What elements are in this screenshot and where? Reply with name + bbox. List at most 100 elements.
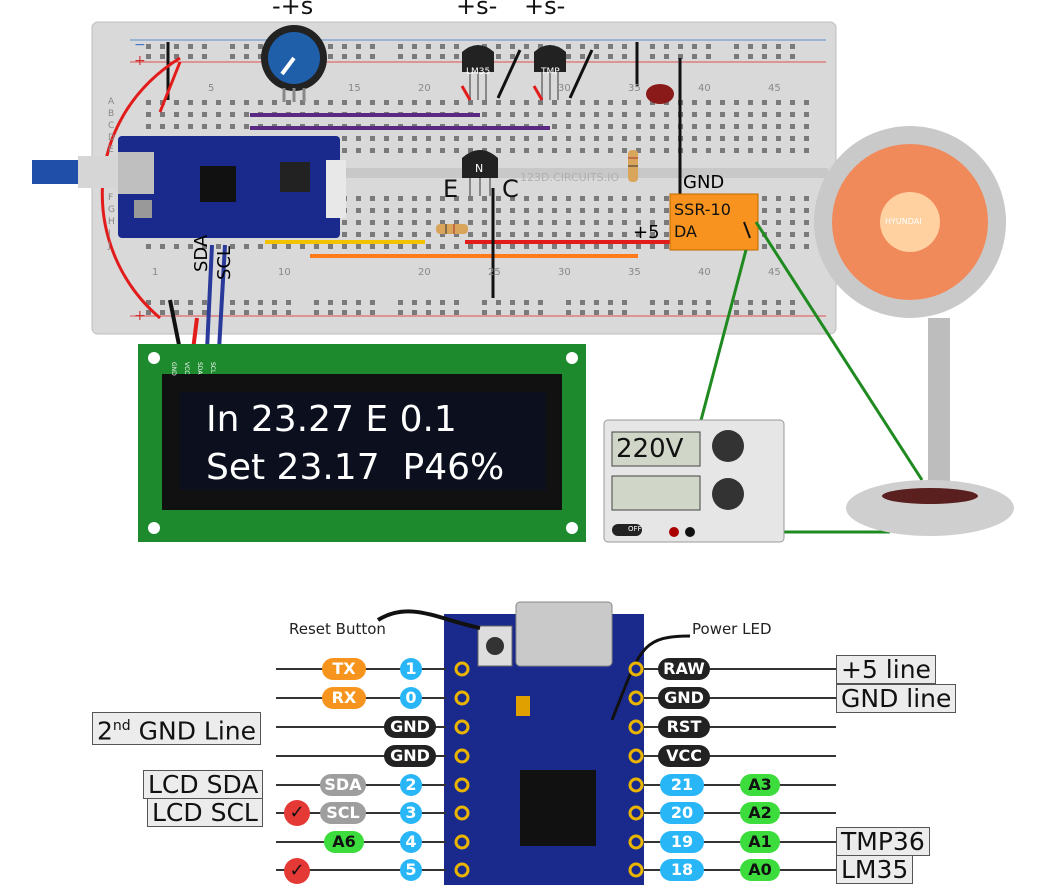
breadboard-hole: [440, 244, 445, 249]
breadboard-hole: [454, 310, 459, 315]
breadboard-hole: [566, 300, 571, 305]
pin-number-label: 19: [660, 831, 704, 853]
breadboard-column-number: 30: [558, 267, 571, 278]
breadboard-hole: [356, 44, 361, 49]
breadboard-hole: [622, 310, 627, 315]
breadboard-hole: [160, 112, 165, 117]
breadboard-hole: [566, 54, 571, 59]
breadboard-hole: [650, 54, 655, 59]
breadboard-hole: [776, 148, 781, 153]
breadboard-hole: [720, 124, 725, 129]
pin-number-label: 2: [400, 774, 422, 796]
scl-label: SCL: [214, 245, 235, 280]
breadboard-row-letter: D: [108, 133, 115, 143]
breadboard-hole: [440, 208, 445, 213]
breadboard-hole: [580, 232, 585, 237]
breadboard-hole: [454, 44, 459, 49]
breadboard-hole: [594, 54, 599, 59]
breadboard-hole: [146, 300, 151, 305]
breadboard-hole: [496, 196, 501, 201]
breadboard-hole: [286, 100, 291, 105]
breadboard-hole: [468, 244, 473, 249]
breadboard-hole: [762, 310, 767, 315]
breadboard-hole: [384, 100, 389, 105]
breadboard-hole: [482, 100, 487, 105]
breadboard-hole: [762, 244, 767, 249]
breadboard-hole: [636, 100, 641, 105]
breadboard-hole: [692, 44, 697, 49]
breadboard-hole: [384, 244, 389, 249]
breadboard-hole: [776, 300, 781, 305]
tmp-pin-label: +s-: [524, 0, 566, 20]
breadboard-hole: [594, 100, 599, 105]
heater-stand: [928, 318, 950, 498]
breadboard-hole: [650, 300, 655, 305]
psu-knob-2: [712, 478, 744, 510]
breadboard-hole: [440, 232, 445, 237]
breadboard-hole: [370, 300, 375, 305]
breadboard-hole: [454, 220, 459, 225]
callout-led-line: [610, 634, 691, 721]
breadboard-hole: [496, 148, 501, 153]
callout-reset-line: [376, 609, 481, 630]
breadboard-hole: [734, 124, 739, 129]
breadboard-hole: [580, 44, 585, 49]
breadboard-hole: [160, 44, 165, 49]
breadboard-hole: [552, 196, 557, 201]
breadboard-hole: [482, 112, 487, 117]
rail-plus-sign-bottom: +: [134, 308, 146, 324]
breadboard-hole: [608, 208, 613, 213]
breadboard-hole: [356, 232, 361, 237]
wire-red-top-left: [158, 61, 182, 113]
breadboard-hole: [496, 100, 501, 105]
breadboard-hole: [580, 148, 585, 153]
breadboard-hole: [230, 44, 235, 49]
transistor-body: [462, 150, 498, 178]
breadboard-hole: [482, 136, 487, 141]
breadboard-hole: [412, 220, 417, 225]
breadboard-row-letter: I: [108, 229, 111, 239]
lcd-line-1: In 23.27 E 0.1: [206, 399, 457, 440]
breadboard-hole: [566, 136, 571, 141]
breadboard-row-letter: H: [108, 217, 115, 227]
breadboard-hole: [552, 112, 557, 117]
breadboard-column-number: 10: [278, 267, 291, 278]
breadboard-hole: [790, 232, 795, 237]
breadboard-hole: [594, 310, 599, 315]
breadboard-hole: [566, 244, 571, 249]
breadboard-hole: [762, 220, 767, 225]
breadboard-hole: [608, 148, 613, 153]
pin-pad: [454, 661, 470, 677]
breadboard-hole: [342, 136, 347, 141]
breadboard-hole: [510, 44, 515, 49]
pin-number-label: 3: [400, 802, 422, 824]
psu-display-2: [611, 475, 701, 511]
breadboard-hole: [762, 208, 767, 213]
breadboard-hole: [622, 54, 627, 59]
breadboard-hole: [622, 208, 627, 213]
breadboard-hole: [734, 148, 739, 153]
breadboard-hole: [580, 244, 585, 249]
breadboard-hole: [622, 300, 627, 305]
breadboard-hole: [356, 196, 361, 201]
lcd-pin-label: VCC: [183, 362, 190, 375]
breadboard-hole: [258, 300, 263, 305]
breadboard-hole: [412, 148, 417, 153]
breadboard-hole: [524, 136, 529, 141]
breadboard-hole: [664, 54, 669, 59]
breadboard-hole: [734, 44, 739, 49]
breadboard-hole: [356, 300, 361, 305]
breadboard-hole: [608, 196, 613, 201]
lcd-pin-label: SCL: [209, 362, 216, 374]
breadboard-hole: [356, 148, 361, 153]
breadboard-hole: [510, 136, 515, 141]
breadboard-column-number: 1: [152, 267, 159, 278]
usb-cable-end: [78, 156, 120, 188]
breadboard-hole: [314, 300, 319, 305]
breadboard-hole: [706, 310, 711, 315]
breadboard-hole: [174, 124, 179, 129]
breadboard-hole: [594, 196, 599, 201]
pro-micro-chip: [200, 166, 236, 202]
gnd2-sup: nd: [112, 718, 131, 734]
breadboard-hole: [594, 112, 599, 117]
